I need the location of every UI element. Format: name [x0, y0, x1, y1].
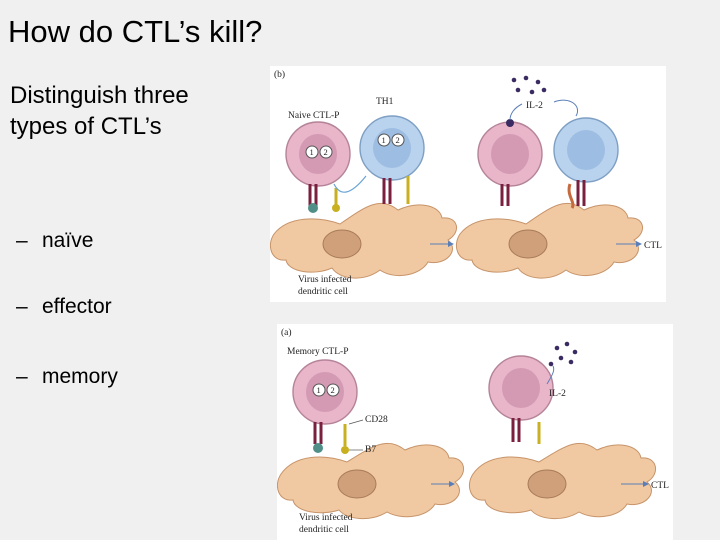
host-nucleus-right — [508, 229, 548, 259]
il2-dots-a — [548, 341, 578, 367]
tcr-th1-right — [576, 180, 586, 206]
ctl-result-a: CTL — [651, 481, 669, 491]
figure-a-panel-label: (a) — [281, 327, 292, 338]
tcr-activated — [500, 184, 510, 206]
b7-left — [332, 204, 340, 212]
il2-arrow — [553, 99, 578, 117]
host-label-b-line1: Virus infected — [298, 274, 352, 285]
memory-signal-1-marker — [312, 383, 326, 397]
th1-signal-2-text: 2 — [396, 135, 400, 145]
bullet-effector: –effector — [16, 294, 112, 320]
host-nucleus-left — [322, 229, 362, 259]
tcr-th1 — [382, 178, 392, 204]
signal-1-text: 1 — [310, 147, 314, 157]
host-label-a-line1: Virus infected — [299, 512, 353, 523]
th1-nucleus-right — [567, 130, 605, 170]
b7-memory — [341, 446, 349, 454]
host-nucleus-a-right — [527, 469, 567, 499]
th1-signal-1-marker — [377, 133, 391, 147]
memory-ctl-activated-nucleus — [502, 368, 540, 408]
ctl-result-b: CTL — [644, 241, 662, 251]
b7-label: B7 — [365, 445, 376, 455]
il2-label-b: IL-2 — [526, 101, 543, 111]
bullet-text: memory — [42, 365, 118, 388]
progress-arrow-a1-head — [449, 481, 455, 487]
il2-arrow-a — [546, 365, 555, 385]
bullet-dash: – — [16, 229, 28, 252]
mhc-left — [308, 203, 318, 213]
slide-title: How do CTL’s kill? — [8, 14, 263, 49]
figure-b-illustration: (b) Naive CTL-P TH1 1 2 1 2 IL-2 CTL — [270, 69, 662, 297]
figure-a-panel: (a) Memory CTL-P 1 2 CD28 B7 IL-2 CTL Vi… — [277, 324, 673, 540]
tcr-left — [308, 184, 318, 206]
il2-arrow-2 — [509, 103, 523, 121]
bullet-dash: – — [16, 295, 28, 318]
host-cell-left — [270, 202, 457, 279]
progress-arrow-b2-head — [636, 241, 642, 247]
naive-ctl-label: Naive CTL-P — [288, 111, 339, 121]
th1-label: TH1 — [376, 97, 394, 107]
host-label-a-line2: dendritic cell — [299, 525, 349, 535]
bullet-dash: – — [16, 365, 28, 388]
memory-signal-2-marker — [326, 383, 340, 397]
cd28-pointer — [348, 419, 364, 425]
intro-text: Distinguish three types of CTL’s — [10, 82, 189, 140]
bullet-text: naïve — [42, 229, 94, 252]
memory-ctl-label: Memory CTL-P — [287, 347, 348, 357]
il2-label-a: IL-2 — [549, 389, 566, 399]
memory-signal-1-text: 1 — [317, 385, 321, 395]
cd28-th1-right — [567, 183, 575, 209]
th1-nucleus — [373, 128, 411, 168]
tcr-memory — [313, 422, 323, 444]
progress-arrow-a2-head — [643, 481, 649, 487]
help-arrow — [333, 175, 367, 193]
th1-signal-1-text: 1 — [382, 135, 386, 145]
figure-b-panel: (b) Naive CTL-P TH1 1 2 1 2 IL-2 CTL — [270, 66, 666, 302]
host-label-b-line2: dendritic cell — [298, 287, 348, 297]
signal-2-marker — [319, 145, 333, 159]
figure-b-panel-label: (b) — [274, 69, 285, 80]
signal-1-marker — [305, 145, 319, 159]
memory-signal-2-text: 2 — [331, 385, 335, 395]
tcr-memory-activated — [511, 418, 521, 442]
signal-2-text: 2 — [324, 147, 328, 157]
activated-ctl-nucleus — [491, 134, 529, 174]
figure-a-illustration: (a) Memory CTL-P 1 2 CD28 B7 IL-2 CTL Vi… — [277, 327, 669, 535]
cd28-label: CD28 — [365, 415, 388, 425]
bullet-text: effector — [42, 295, 112, 318]
progress-arrow-b1-head — [448, 241, 454, 247]
bullet-memory: –memory — [16, 364, 118, 390]
il2-dots — [511, 75, 547, 95]
bullet-naive: –naïve — [16, 228, 93, 254]
mhc-memory — [313, 443, 323, 453]
il2-receptor — [506, 119, 514, 127]
th1-signal-2-marker — [391, 133, 405, 147]
host-cell-right — [456, 202, 643, 279]
host-nucleus-a-left — [337, 469, 377, 499]
